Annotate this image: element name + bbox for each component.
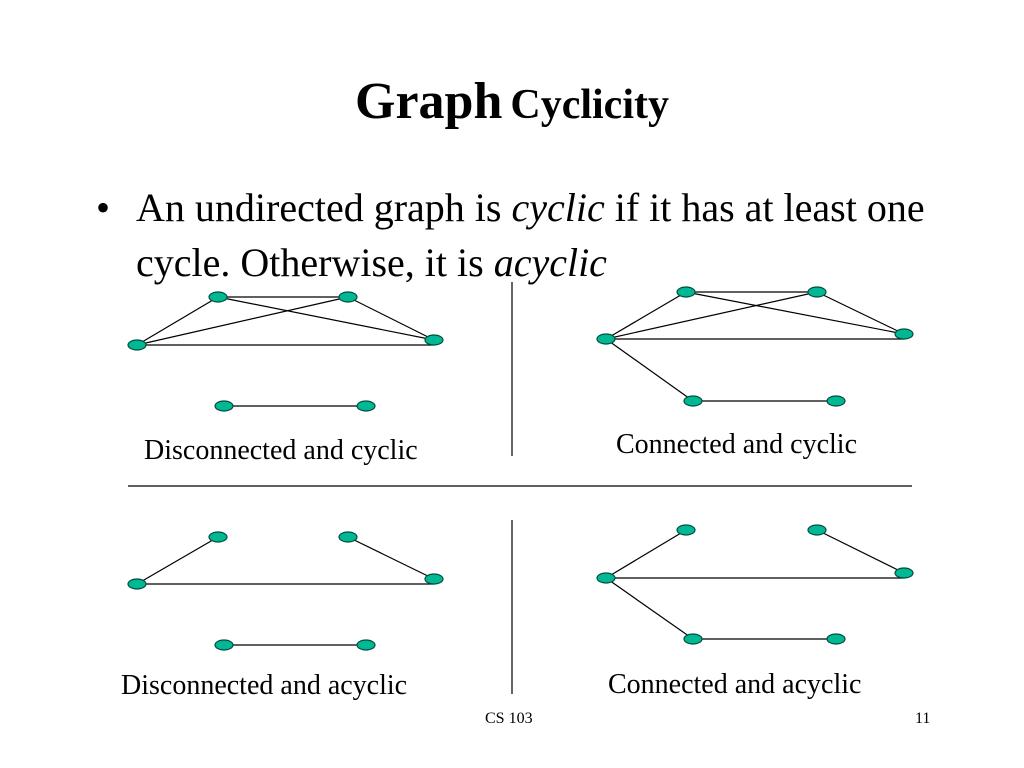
bullet-text-part1: An undirected graph is — [136, 185, 512, 230]
title-word-graph: Graph — [355, 73, 503, 130]
term-cyclic: cyclic — [511, 185, 605, 230]
node — [683, 633, 703, 645]
node — [807, 524, 827, 536]
node — [424, 334, 444, 346]
node — [356, 400, 376, 412]
edge — [605, 577, 694, 640]
node — [894, 328, 914, 340]
node — [424, 573, 444, 585]
node — [676, 524, 696, 536]
edge — [816, 291, 905, 335]
node — [214, 639, 234, 651]
node — [596, 333, 616, 345]
edge — [136, 296, 219, 346]
caption-connected-cyclic: Connected and cyclic — [616, 429, 858, 460]
node — [208, 291, 228, 303]
edge — [347, 296, 435, 341]
node — [826, 633, 846, 645]
node — [826, 395, 846, 407]
node — [596, 572, 616, 584]
edge — [217, 296, 435, 341]
bullet-text: An undirected graph is cyclic if it has … — [136, 180, 926, 290]
title-word-cyclicity: Cyclicity — [510, 82, 669, 128]
edge — [685, 291, 905, 335]
graph-disconnected-acyclic — [127, 531, 444, 651]
footer-page-number: 11 — [915, 710, 931, 727]
edge — [816, 529, 905, 574]
bullet-text-part2: if it has at least one cycle. Otherwise,… — [136, 185, 925, 285]
bullet-marker: • — [96, 185, 111, 230]
slide-title: Graph Cyclicity — [0, 76, 1024, 128]
graph-connected-cyclic — [596, 286, 914, 407]
graph-disconnected-cyclic — [127, 291, 444, 412]
node — [338, 531, 358, 543]
edge — [347, 536, 435, 580]
node — [683, 395, 703, 407]
node — [676, 286, 696, 298]
node — [208, 531, 228, 543]
node — [338, 291, 358, 303]
edge — [136, 536, 219, 585]
edge — [605, 291, 818, 340]
edge — [136, 296, 349, 346]
edge — [605, 291, 687, 340]
node — [127, 578, 147, 590]
node — [356, 639, 376, 651]
footer-course: CS 103 — [485, 710, 533, 727]
node — [807, 286, 827, 298]
edge — [605, 338, 694, 402]
caption-disconnected-acyclic: Disconnected and acyclic — [121, 670, 408, 701]
node — [127, 339, 147, 351]
node — [214, 400, 234, 412]
term-acyclic: acyclic — [493, 240, 607, 285]
edge — [605, 529, 687, 579]
graph-connected-acyclic — [596, 524, 914, 645]
caption-disconnected-cyclic: Disconnected and cyclic — [144, 435, 418, 466]
node — [894, 567, 914, 579]
caption-connected-acyclic: Connected and acyclic — [608, 669, 862, 700]
